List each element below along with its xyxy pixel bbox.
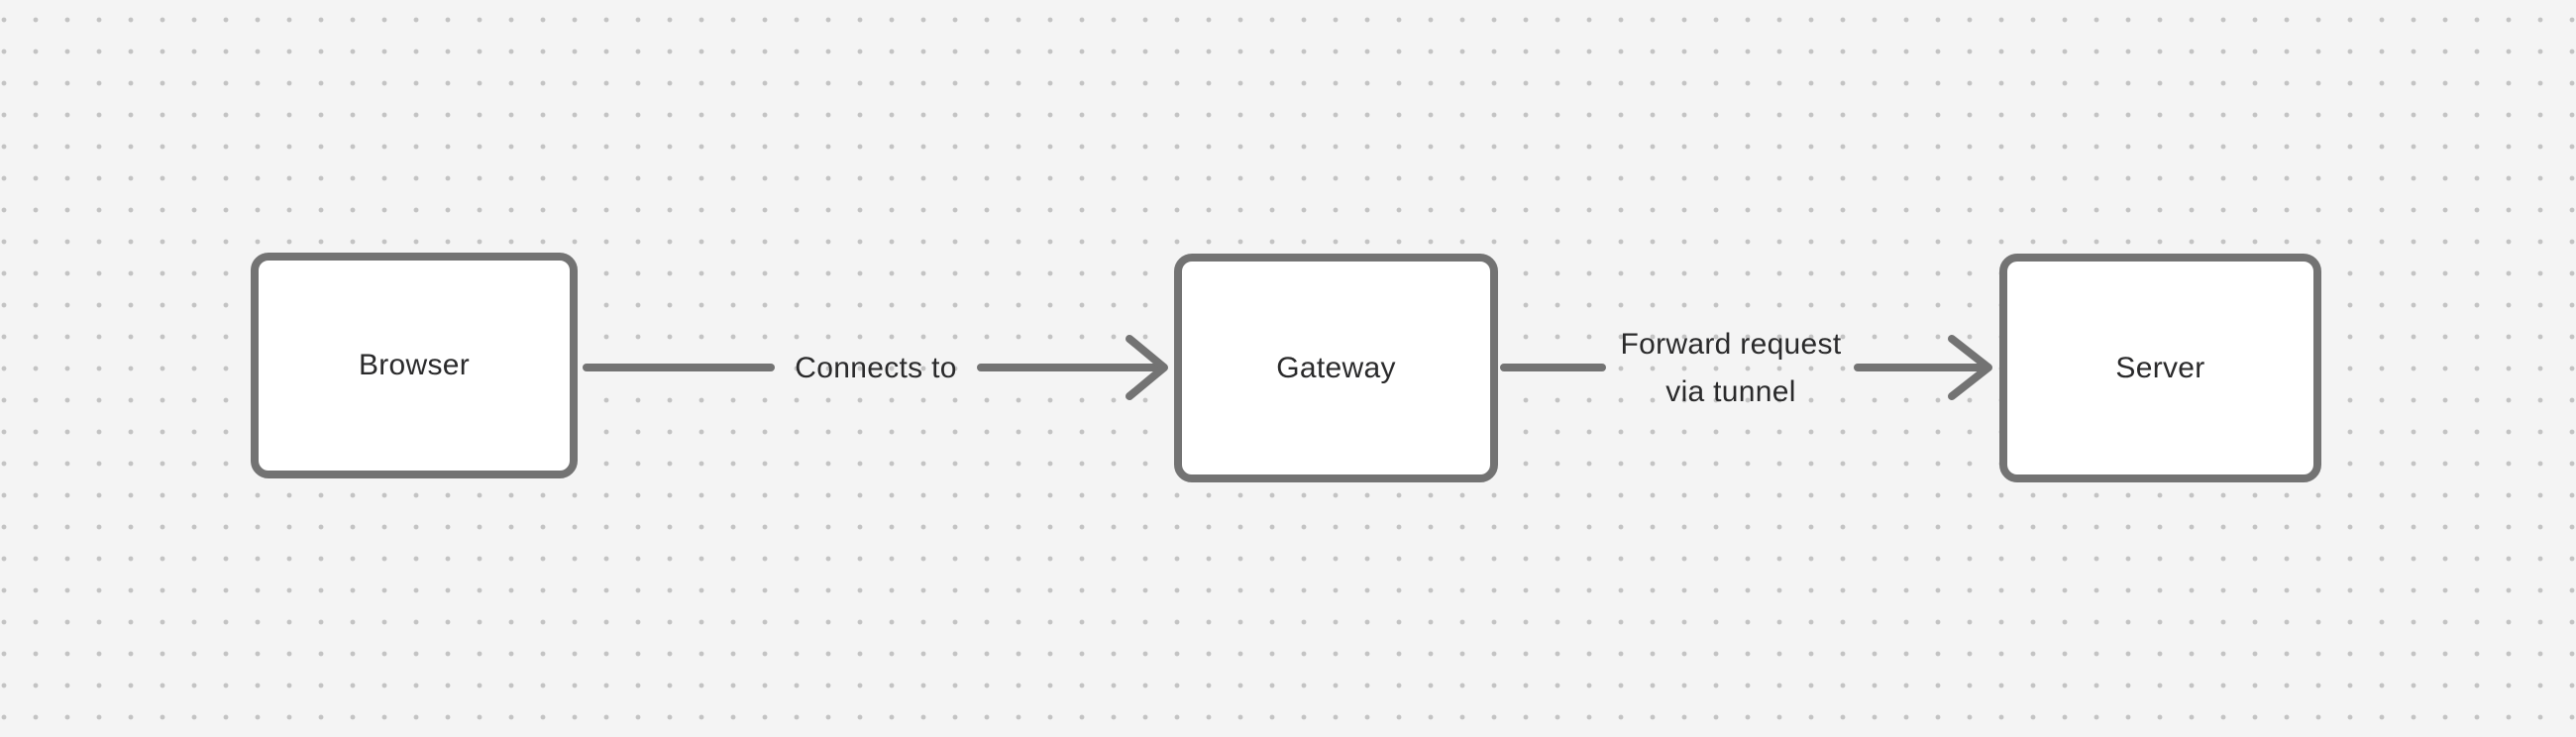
edge-label-forward-request-line1: Forward request xyxy=(1620,328,1842,361)
node-server-label: Server xyxy=(2115,351,2205,384)
node-gateway[interactable]: Gateway xyxy=(1174,254,1498,482)
connector-gateway-server[interactable] xyxy=(1500,335,1992,400)
connector-browser-gateway[interactable] xyxy=(583,335,1168,400)
arrowhead-icon xyxy=(1948,335,1992,400)
edge-label-forward-request[interactable]: Forward request via tunnel xyxy=(1621,321,1842,416)
edge-label-connects-to-text: Connects to xyxy=(795,352,957,384)
edge-label-connects-to[interactable]: Connects to xyxy=(795,352,956,385)
edge-label-forward-request-line2: via tunnel xyxy=(1665,375,1796,408)
node-gateway-label: Gateway xyxy=(1276,351,1396,384)
arrowhead-icon xyxy=(1126,335,1168,400)
node-browser-label: Browser xyxy=(358,349,471,381)
node-browser[interactable]: Browser xyxy=(251,253,578,478)
node-server[interactable]: Server xyxy=(1999,254,2321,482)
